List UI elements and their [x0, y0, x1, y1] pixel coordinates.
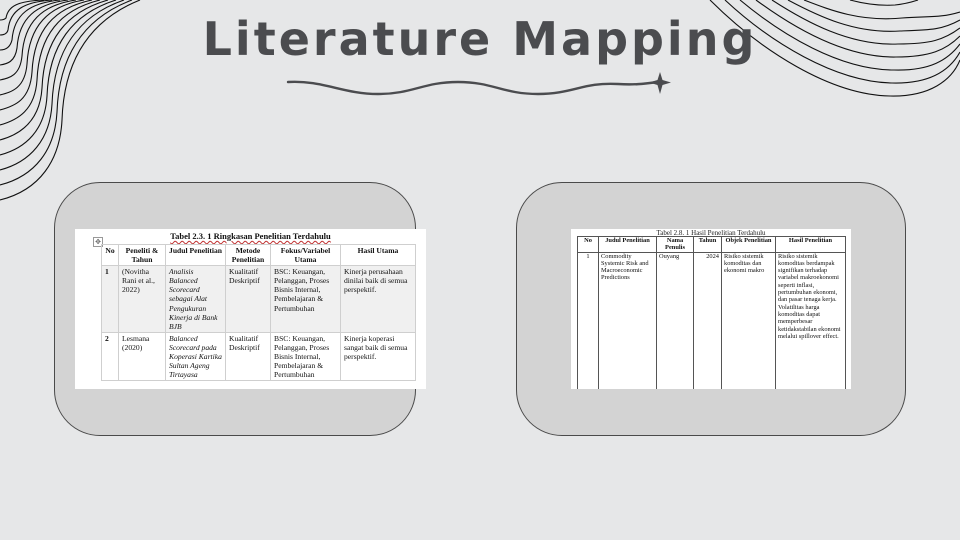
table-row: 2 Lesmana (2020) Balanced Scorecard pada…: [101, 331, 416, 382]
cell-penulis: Ouyang: [656, 251, 694, 389]
cell-hasil: Risiko sistemik komoditas berdampak sign…: [775, 251, 846, 389]
header-judul: Judul Penelitian: [598, 236, 657, 253]
ringkasan-penelitian-table: No Peneliti & Tahun Judul Penelitian Met…: [101, 243, 416, 382]
cell-objek: Risiko sistemik komoditas dan ekonomi ma…: [721, 251, 776, 389]
cell-fokus: BSC: Keuangan, Pelanggan, Proses Bisnis …: [270, 331, 341, 382]
table-row: 1 Commodity Systemic Risk and Macroecono…: [577, 251, 846, 389]
header-no: No: [101, 243, 119, 267]
cell-no: 1: [101, 265, 119, 333]
cell-metode: Kualitatif Deskriptif: [225, 331, 271, 382]
wavy-divider-with-sparkle-icon: [286, 72, 671, 96]
header-fokus: Fokus/Variabel Utama: [270, 243, 341, 267]
table-screenshot-hasil: Tabel 2.8. 1 Hasil Penelitian Terdahulu …: [571, 229, 851, 389]
cell-judul: Balanced Scorecard pada Koperasi Kartika…: [165, 331, 226, 382]
header-no: No: [577, 236, 599, 253]
header-judul: Judul Penelitian: [165, 243, 226, 267]
table-header-row: No Judul Penelitian Nama Penulis Tahun O…: [577, 236, 846, 253]
table-screenshot-ringkasan: ✥ Tabel 2.3. 1 Ringkasan Penelitian Terd…: [75, 229, 426, 389]
slide-title: Literature Mapping: [202, 12, 758, 66]
cell-judul: Commodity Systemic Risk and Macroeconomi…: [598, 251, 657, 389]
cell-no: 2: [101, 331, 119, 382]
cell-judul: Analisis Balanced Scorecard sebagai Alat…: [165, 265, 226, 333]
header-tahun: Tahun: [693, 236, 722, 253]
cell-no: 1: [577, 251, 599, 389]
literature-card-left: ✥ Tabel 2.3. 1 Ringkasan Penelitian Terd…: [54, 182, 426, 436]
header-objek: Objek Penelitian: [721, 236, 776, 253]
table-move-handle-icon[interactable]: ✥: [93, 237, 103, 247]
cell-hasil: Kinerja perusahaan dinilai baik di semua…: [340, 265, 416, 333]
hasil-penelitian-table: No Judul Penelitian Nama Penulis Tahun O…: [577, 236, 846, 389]
table-caption: Tabel 2.8. 1 Hasil Penelitian Terdahulu: [656, 229, 766, 237]
header-metode: Metode Penelitian: [225, 243, 271, 267]
literature-card-right: Tabel 2.8. 1 Hasil Penelitian Terdahulu …: [516, 182, 906, 436]
header-peneliti: Peneliti & Tahun: [118, 243, 166, 267]
cell-hasil: Kinerja koperasi sangat baik di semua pe…: [340, 331, 416, 382]
header-hasil: Hasil Penelitian: [775, 236, 846, 253]
cell-fokus: BSC: Keuangan, Pelanggan, Proses Bisnis …: [270, 265, 341, 333]
header-hasil: Hasil Utama: [340, 243, 416, 267]
cell-tahun: 2024: [693, 251, 722, 389]
table-row: 1 (Novitha Rani et al., 2022) Analisis B…: [101, 265, 416, 333]
table-caption: Tabel 2.3. 1 Ringkasan Penelitian Terdah…: [170, 231, 331, 241]
table-header-row: No Peneliti & Tahun Judul Penelitian Met…: [101, 243, 416, 267]
cell-metode: Kualitatif Deskriptif: [225, 265, 271, 333]
cell-peneliti: (Novitha Rani et al., 2022): [118, 265, 166, 333]
cell-peneliti: Lesmana (2020): [118, 331, 166, 382]
header-penulis: Nama Penulis: [656, 236, 694, 253]
